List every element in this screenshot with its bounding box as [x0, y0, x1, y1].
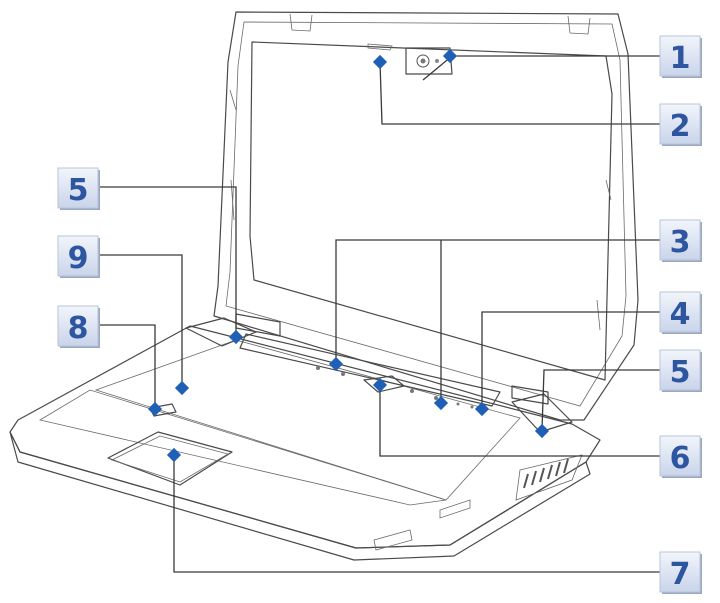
- callout-5-left: 5: [57, 167, 100, 210]
- speaker-right: [511, 393, 573, 433]
- marker-3b: [433, 395, 449, 411]
- callout-3: 3: [659, 219, 702, 262]
- callout-label: 9: [68, 241, 89, 276]
- lid-outer: [213, 11, 639, 421]
- callout-7: 7: [659, 551, 702, 594]
- callout-label: 7: [670, 557, 691, 592]
- speaker-left: [185, 317, 257, 347]
- callout-label: 2: [670, 109, 691, 144]
- marker-1: [442, 48, 458, 64]
- marker-2: [372, 54, 388, 70]
- callout-5-right: 5: [659, 349, 702, 392]
- callout-4: 4: [659, 291, 702, 334]
- marker-5a: [228, 329, 244, 345]
- touchpad: [107, 431, 233, 486]
- marker-7: [166, 447, 182, 463]
- leader-lines: [98, 55, 670, 573]
- callout-label: 3: [670, 225, 691, 260]
- marker-5b: [534, 423, 550, 439]
- callout-label: 5: [670, 355, 691, 390]
- webcam-module: [405, 47, 453, 75]
- callout-1: 1: [659, 35, 702, 78]
- marker-9: [174, 380, 190, 396]
- callout-2: 2: [659, 103, 702, 146]
- marker-8: [147, 401, 163, 417]
- callout-label: 1: [670, 41, 691, 76]
- callout-label: 5: [68, 173, 89, 208]
- quick-launch-strip: [239, 333, 501, 407]
- callout-label: 8: [68, 311, 89, 346]
- base-front: [9, 431, 591, 561]
- screen: [249, 41, 613, 381]
- keyboard-deck: [94, 339, 521, 501]
- callout-8: 8: [57, 305, 100, 348]
- callout-6: 6: [659, 435, 702, 478]
- callout-label: 4: [670, 297, 691, 332]
- callout-markers: [147, 48, 550, 463]
- lid-bezel: [225, 21, 627, 407]
- callout-label: 6: [670, 441, 691, 476]
- marker-6: [372, 377, 388, 393]
- callout-9: 9: [57, 235, 100, 278]
- callout-labels: 1 2 3 4 5 5 6: [57, 35, 702, 594]
- marker-3a: [328, 356, 344, 372]
- marker-4: [474, 401, 490, 417]
- laptop-illustration: [9, 11, 639, 561]
